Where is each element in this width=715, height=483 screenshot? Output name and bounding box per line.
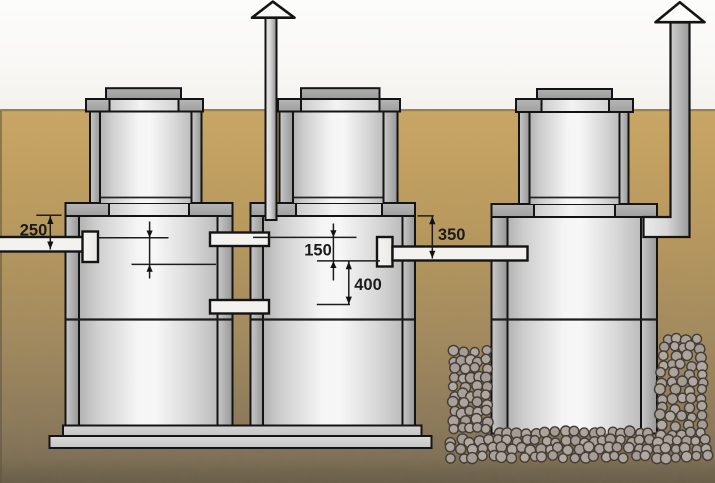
svg-text:400: 400 (354, 276, 382, 294)
svg-text:150: 150 (304, 242, 332, 260)
svg-text:250: 250 (20, 222, 48, 240)
svg-text:350: 350 (438, 226, 466, 244)
